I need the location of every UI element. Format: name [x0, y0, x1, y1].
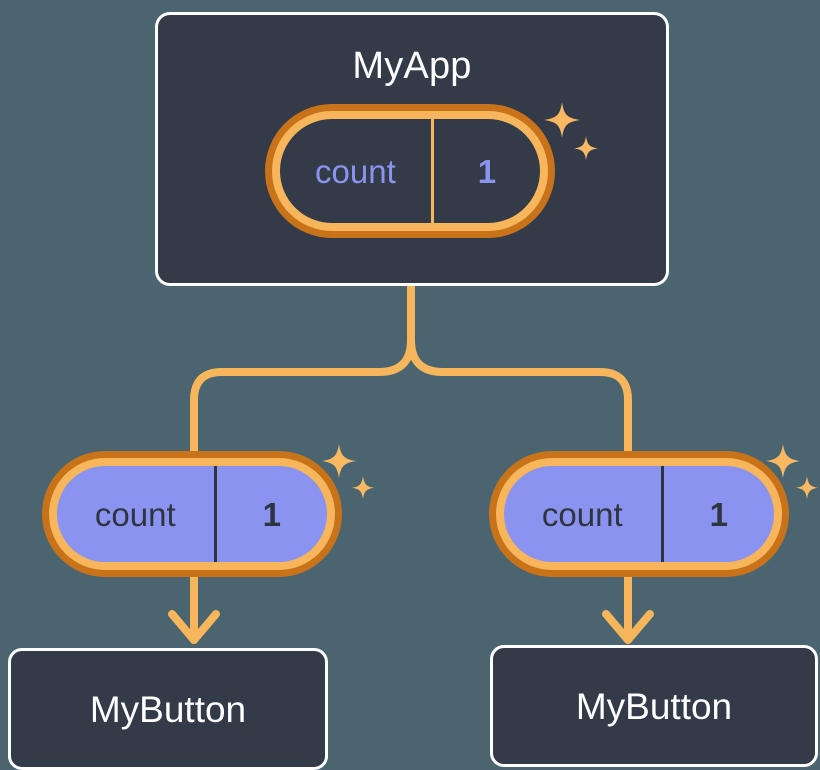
- sparkle-four-point-small: [796, 476, 818, 499]
- signal-divider: [430, 119, 434, 223]
- signal-pill-body: count 1: [504, 466, 774, 562]
- component-name-mybutton-left: MyButton: [89, 688, 247, 730]
- signal-pill-ring-inner: count 1: [49, 458, 335, 570]
- connector-root-to-left: [190, 282, 415, 459]
- signal-key: count: [315, 152, 396, 190]
- signal-value: 1: [262, 495, 281, 533]
- arrow-down-icon-right: [602, 610, 654, 644]
- signal-pill-root[interactable]: count 1: [265, 104, 555, 238]
- signal-pill-child-left[interactable]: count 1: [42, 451, 342, 577]
- component-card-mybutton-right[interactable]: MyButton: [490, 645, 818, 767]
- component-name-myapp: MyApp: [352, 45, 472, 87]
- signal-divider: [660, 466, 664, 562]
- signal-pill-body: count 1: [57, 466, 327, 562]
- signal-pill-ring-inner: count 1: [496, 458, 782, 570]
- signal-divider: [213, 466, 217, 562]
- signal-key: count: [94, 495, 176, 533]
- component-name-mybutton-right: MyButton: [575, 685, 733, 727]
- signal-key: count: [541, 495, 623, 533]
- connector-root-to-right: [407, 282, 632, 459]
- signal-value: 1: [709, 495, 728, 533]
- arrow-down-icon-left: [168, 610, 220, 644]
- signal-pill-child-right[interactable]: count 1: [489, 451, 789, 577]
- signal-pill-body: count 1: [280, 119, 540, 223]
- signal-value: 1: [477, 152, 497, 190]
- component-card-mybutton-left[interactable]: MyButton: [8, 648, 328, 770]
- signal-pill-ring-inner: count 1: [272, 111, 548, 231]
- sparkle-four-point-small: [352, 476, 374, 499]
